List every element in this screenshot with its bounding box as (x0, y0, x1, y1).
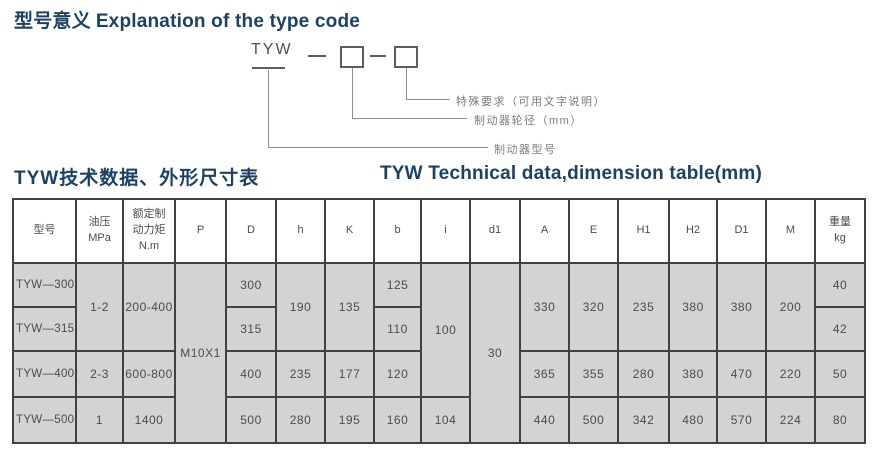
connector-line-special (406, 68, 450, 100)
table-cell: 342 (617, 396, 670, 444)
table-cell: 280 (617, 350, 670, 398)
type-code-box-special (394, 46, 418, 68)
table-cell: 380 (668, 350, 718, 398)
row-model: TYW—500 (12, 396, 77, 444)
table-cell: 50 (814, 350, 866, 398)
type-code-prefix: TYW (251, 41, 293, 58)
table-cell: 1-2 (75, 262, 124, 352)
table-cell: 500 (225, 396, 277, 444)
connector-line-wheel-diameter (352, 68, 467, 119)
label-brake-wheel-diameter: 制动器轮径（mm） (474, 115, 583, 127)
table-cell: M10X1 (174, 262, 227, 444)
table-cell: 235 (617, 262, 670, 352)
section2-title-zh: TYW技术数据、外形尺寸表 (14, 168, 260, 189)
header-row: 型号 油压 MPa 额定制 动力矩 N.m P D h K b i d1 A E… (12, 198, 866, 264)
type-code-box-wheel-diameter (340, 46, 364, 68)
section1-title-en: Explanation of the type code (95, 11, 361, 32)
section1-title-zh: 型号意义 (14, 11, 91, 32)
table-cell: 40 (814, 262, 866, 308)
type-code-dash-2 (370, 55, 386, 57)
table-cell: 365 (519, 350, 570, 398)
column-header-D: D (225, 198, 277, 264)
table-cell: 2-3 (75, 350, 124, 398)
table-cell: 200 (765, 262, 816, 352)
table-cell: 380 (716, 262, 767, 352)
table-cell: 1400 (122, 396, 176, 444)
column-header-rated-torque: 额定制 动力矩 N.m (122, 198, 176, 264)
section2-title-en: TYW Technical data,dimension table(mm) (380, 163, 763, 184)
table-cell: 235 (275, 350, 326, 398)
table-cell: 600-800 (122, 350, 176, 398)
column-header-A: A (519, 198, 570, 264)
table-cell: 160 (373, 396, 422, 444)
type-code-diagram: TYW 特殊要求（可用文字说明） 制动器轮径（mm） 制动器型号 (0, 0, 878, 160)
table-cell: 300 (225, 262, 277, 308)
label-special-requirements: 特殊要求（可用文字说明） (456, 96, 606, 108)
table-cell: 400 (225, 350, 277, 398)
column-header-model: 型号 (12, 198, 77, 264)
column-header-P: P (174, 198, 227, 264)
table-cell: 135 (324, 262, 375, 352)
table-row-tyw-315: TYW—315 315 110 42 (12, 306, 866, 352)
table-cell: 110 (373, 306, 422, 352)
table-cell: 480 (668, 396, 718, 444)
type-code-dash-1 (308, 55, 326, 57)
column-header-h: h (275, 198, 326, 264)
column-header-oil-pressure: 油压 MPa (75, 198, 124, 264)
table-cell: 177 (324, 350, 375, 398)
table-cell: 42 (814, 306, 866, 352)
table-cell: 320 (568, 262, 619, 352)
table-cell: 120 (373, 350, 422, 398)
table-cell: 280 (275, 396, 326, 444)
table-cell: 500 (568, 396, 619, 444)
label-brake-model: 制动器型号 (494, 144, 557, 156)
row-model: TYW—315 (12, 306, 77, 352)
table-cell: 100 (420, 262, 471, 398)
table-cell: 440 (519, 396, 570, 444)
type-code-prefix-underline (252, 67, 285, 69)
column-header-M: M (765, 198, 816, 264)
table-cell: 570 (716, 396, 767, 444)
table-cell: 470 (716, 350, 767, 398)
table-cell: 355 (568, 350, 619, 398)
table-cell: 30 (469, 262, 521, 444)
table-row-tyw-500: TYW—500 1 1400 500 280 195 160 104 440 5… (12, 396, 866, 444)
table-cell: 125 (373, 262, 422, 308)
technical-data-table-wrapper: 型号 油压 MPa 额定制 动力矩 N.m P D h K b i d1 A E… (12, 198, 866, 444)
row-model: TYW—300 (12, 262, 77, 308)
technical-data-table: 型号 油压 MPa 额定制 动力矩 N.m P D h K b i d1 A E… (12, 198, 866, 444)
column-header-b: b (373, 198, 422, 264)
column-header-D1: D1 (716, 198, 767, 264)
column-header-d1: d1 (469, 198, 521, 264)
table-cell: 80 (814, 396, 866, 444)
table-cell: 380 (668, 262, 718, 352)
table-cell: 190 (275, 262, 326, 352)
table-row-tyw-300: TYW—300 1-2 200-400 M10X1 300 190 135 12… (12, 262, 866, 444)
table-cell: 224 (765, 396, 816, 444)
table-row-tyw-400: TYW—400 2-3 600-800 400 235 177 120 365 … (12, 350, 866, 398)
table-cell: 1 (75, 396, 124, 444)
column-header-H2: H2 (668, 198, 718, 264)
column-header-weight: 重量 kg (814, 198, 866, 264)
column-header-K: K (324, 198, 375, 264)
table-cell: 195 (324, 396, 375, 444)
table-cell: 200-400 (122, 262, 176, 352)
table-cell: 315 (225, 306, 277, 352)
column-header-E: E (568, 198, 619, 264)
table-cell: 220 (765, 350, 816, 398)
connector-line-model (268, 70, 488, 148)
column-header-H1: H1 (617, 198, 670, 264)
table-cell: 330 (519, 262, 570, 352)
row-model: TYW—400 (12, 350, 77, 398)
table-cell: 104 (420, 396, 471, 444)
column-header-i: i (420, 198, 471, 264)
